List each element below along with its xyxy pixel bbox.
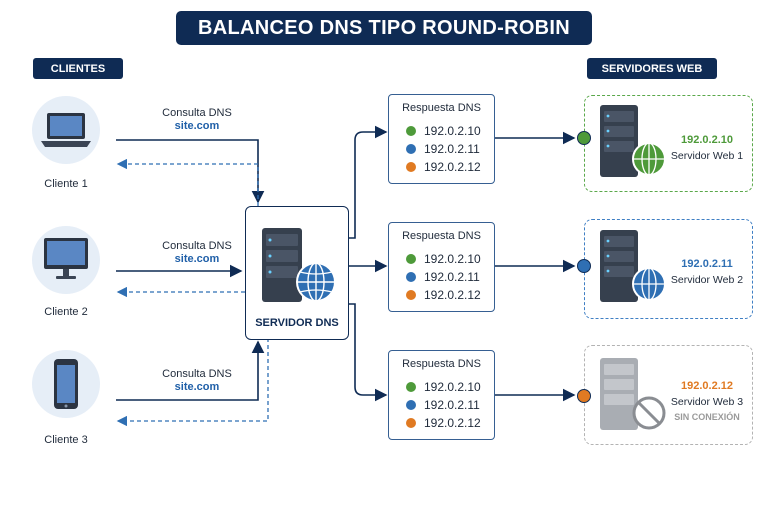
response-ip: 192.0.2.11 [424, 142, 480, 156]
query-host: site.com [174, 253, 220, 265]
response-ip-row: 192.0.2.12 [406, 287, 481, 303]
client-1-avatar [32, 96, 100, 164]
clients-section-tag: CLIENTES [33, 58, 123, 79]
response-ip: 192.0.2.11 [424, 270, 480, 284]
blue-dot-icon [406, 272, 416, 282]
dns-server-icon [262, 228, 336, 302]
server-3-endpoint-icon [577, 389, 591, 403]
client-3-avatar [32, 350, 100, 418]
response-ip-row: 192.0.2.10 [406, 123, 481, 139]
laptop-icon [41, 113, 91, 147]
orange-dot-icon [406, 162, 416, 172]
client-2-label: Cliente 2 [44, 306, 88, 318]
response-ip-row: 192.0.2.10 [406, 251, 481, 267]
client-1-query: Consulta DNS site.com [142, 107, 252, 133]
server-3-ip: 192.0.2.12 [681, 380, 733, 392]
orange-dot-icon [406, 290, 416, 300]
client-3-query: Consulta DNS site.com [142, 368, 252, 394]
response-line-3 [116, 338, 269, 427]
server-3-name: Servidor Web 3 [670, 396, 744, 408]
server-1-name: Servidor Web 1 [670, 150, 744, 162]
response-ip: 192.0.2.12 [424, 416, 481, 430]
response-ip: 192.0.2.12 [424, 160, 481, 174]
green-dot-icon [406, 126, 416, 136]
response-ip: 192.0.2.12 [424, 288, 481, 302]
query-text: Consulta DNS [162, 368, 232, 380]
query-host: site.com [174, 381, 220, 393]
client-3-label: Cliente 3 [44, 434, 88, 446]
server-globe-icon [600, 230, 666, 302]
offline-server-icon [600, 358, 666, 430]
blue-dot-icon [406, 400, 416, 410]
dns-response-box-2: Respuesta DNS 192.0.2.10 192.0.2.11 192.… [388, 222, 495, 312]
response-ip: 192.0.2.10 [424, 252, 481, 266]
monitor-icon [44, 238, 88, 279]
green-dot-icon [406, 254, 416, 264]
server-globe-icon [600, 105, 666, 177]
client-2-avatar [32, 226, 100, 294]
server-1-endpoint-icon [577, 131, 591, 145]
server-3-status: SIN CONEXIÓN [674, 412, 740, 422]
query-text: Consulta DNS [162, 107, 232, 119]
response-ip-row: 192.0.2.11 [406, 397, 480, 413]
response-title: Respuesta DNS [402, 358, 481, 370]
dns-response-box-1: Respuesta DNS 192.0.2.10 192.0.2.11 192.… [388, 94, 495, 184]
dns-to-response-3 [347, 303, 388, 402]
response-ip-row: 192.0.2.11 [406, 269, 480, 285]
orange-dot-icon [406, 418, 416, 428]
dns-response-box-3: Respuesta DNS 192.0.2.10 192.0.2.11 192.… [388, 350, 495, 440]
response-ip: 192.0.2.10 [424, 380, 481, 394]
server-2-ip: 192.0.2.11 [681, 258, 733, 270]
client-2-query: Consulta DNS site.com [142, 240, 252, 266]
query-host: site.com [174, 120, 220, 132]
blue-dot-icon [406, 144, 416, 154]
dns-server-label: SERVIDOR DNS [255, 317, 339, 329]
query-line-3 [116, 340, 265, 401]
server-2-endpoint-icon [577, 259, 591, 273]
query-text: Consulta DNS [162, 240, 232, 252]
servers-section-tag: SERVIDORES WEB [587, 58, 717, 79]
response-ip: 192.0.2.10 [424, 124, 481, 138]
server-1-ip: 192.0.2.10 [681, 134, 733, 146]
diagram-title: BALANCEO DNS TIPO ROUND-ROBIN [176, 11, 592, 45]
response-ip-row: 192.0.2.11 [406, 141, 480, 157]
response-ip-row: 192.0.2.12 [406, 415, 481, 431]
phone-icon [54, 359, 78, 409]
dns-to-response-1 [347, 125, 388, 239]
query-line-1 [116, 139, 265, 204]
response-title: Respuesta DNS [402, 230, 481, 242]
response-line-1 [116, 158, 259, 206]
green-dot-icon [406, 382, 416, 392]
client-1-label: Cliente 1 [44, 178, 88, 190]
response-ip-row: 192.0.2.10 [406, 379, 481, 395]
response-ip-row: 192.0.2.12 [406, 159, 481, 175]
server-2-name: Servidor Web 2 [670, 274, 744, 286]
response-title: Respuesta DNS [402, 102, 481, 114]
response-ip: 192.0.2.11 [424, 398, 480, 412]
